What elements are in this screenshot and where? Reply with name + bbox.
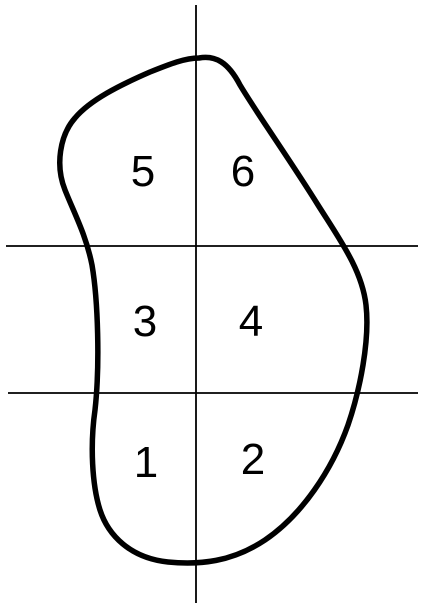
- region-label-4: 4: [239, 297, 263, 346]
- region-label-5: 5: [131, 147, 155, 196]
- region-label-6: 6: [231, 147, 255, 196]
- blob-outline: [60, 57, 367, 563]
- region-label-2: 2: [241, 435, 265, 484]
- region-label-3: 3: [133, 297, 157, 346]
- region-label-1: 1: [134, 438, 158, 487]
